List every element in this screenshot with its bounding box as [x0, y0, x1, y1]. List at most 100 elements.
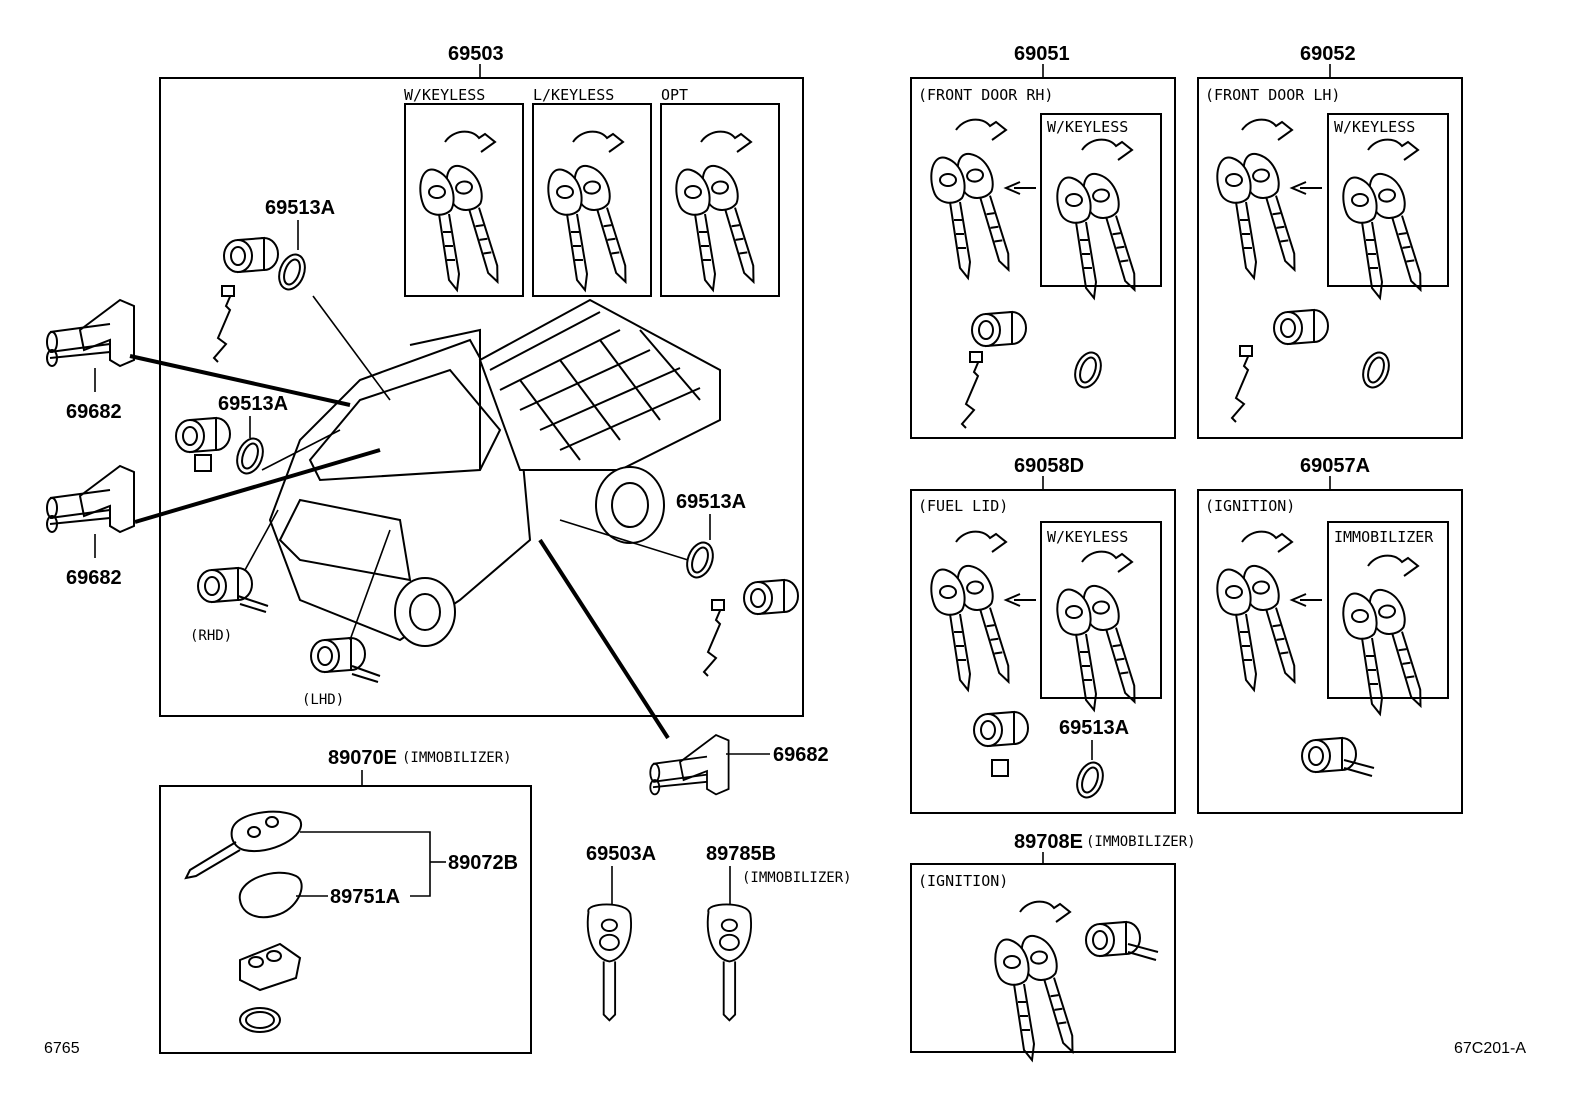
box-89070e	[159, 785, 532, 1054]
arrow-left-icon	[1289, 593, 1322, 607]
hinge-bracket-icon	[46, 299, 135, 367]
label-69682-2: 69682	[66, 567, 122, 589]
label-69057a: 69057A	[1300, 455, 1370, 477]
label-front-door-lh: (FRONT DOOR LH)	[1205, 86, 1340, 104]
label-69051: 69051	[1014, 43, 1070, 65]
key-icon	[1057, 552, 1136, 710]
ring-icon	[1069, 347, 1107, 393]
ignition-cylinder-icon	[197, 567, 253, 603]
label-immob-89785b: (IMMOBILIZER)	[742, 870, 852, 886]
hinge-bracket-icon	[649, 734, 730, 796]
key-icon	[1217, 120, 1296, 278]
lock-lever-icon	[194, 454, 212, 472]
label-lhd: (LHD)	[302, 692, 344, 708]
key-icon	[931, 532, 1010, 690]
label-wkeyless-lh: W/KEYLESS	[1334, 118, 1415, 136]
key-icon	[1217, 532, 1296, 690]
arrow-left-icon	[1289, 181, 1322, 195]
leader-line	[312, 295, 391, 401]
arrow-left-icon	[1003, 593, 1036, 607]
box-wkeyless-main	[404, 103, 524, 297]
leader-line	[538, 538, 670, 740]
leader-line	[349, 529, 391, 641]
fuel-lid-cylinder-icon	[973, 711, 1029, 747]
lock-rod-icon	[961, 351, 983, 429]
lock-rod-icon	[1231, 345, 1253, 423]
key-icon	[931, 120, 1010, 278]
door-lock-cylinder-icon	[223, 237, 279, 273]
label-front-door-rh: (FRONT DOOR RH)	[918, 86, 1053, 104]
label-89708e: 89708E	[1014, 831, 1083, 853]
key-icon	[420, 132, 499, 290]
ring-icon	[1071, 757, 1109, 803]
label-89070e: 89070E	[328, 747, 397, 769]
label-wkeyless-rh: W/KEYLESS	[1047, 118, 1128, 136]
leader-line	[559, 519, 689, 561]
connector-icon	[351, 665, 381, 683]
label-immob-89070e: (IMMOBILIZER)	[402, 750, 512, 766]
label-69513a-1: 69513A	[265, 197, 335, 219]
label-opt-main: OPT	[661, 86, 688, 104]
label-immob-89708e: (IMMOBILIZER)	[1086, 834, 1196, 850]
box-wkeyless-lh	[1327, 113, 1449, 287]
connector-icon	[1343, 759, 1375, 777]
lock-rod-icon	[703, 599, 725, 677]
door-lock-cylinder-icon	[175, 417, 231, 453]
door-lock-cylinder-icon	[1273, 309, 1329, 345]
label-69052: 69052	[1300, 43, 1356, 65]
label-69503: 69503	[448, 43, 504, 65]
leader-line	[261, 429, 341, 471]
key-cover-icon	[238, 871, 303, 919]
truck-illustration	[268, 298, 721, 647]
ring-icon	[1357, 347, 1395, 393]
leader-89072b	[300, 831, 431, 897]
box-69051	[910, 77, 1176, 439]
key-icon	[586, 903, 632, 1022]
label-69513a-2: 69513A	[218, 393, 288, 415]
ring-icon	[231, 433, 269, 479]
label-89072b: 89072B	[448, 852, 518, 874]
box-lkeyless-main	[532, 103, 652, 297]
lock-rod-icon	[213, 285, 235, 363]
transponder-icon	[239, 942, 302, 992]
ignition-cylinder-icon	[1301, 737, 1357, 773]
ring-icon	[273, 249, 311, 295]
box-69057a	[1197, 489, 1463, 814]
key-icon	[1343, 140, 1422, 298]
lock-lever-icon	[991, 759, 1009, 777]
key-icon	[1343, 556, 1422, 714]
leader-line	[244, 509, 279, 571]
connector-icon	[1127, 943, 1159, 961]
label-wkeyless-main: W/KEYLESS	[404, 86, 485, 104]
label-69513a-3: 69513A	[676, 491, 746, 513]
label-69682-1: 69682	[66, 401, 122, 423]
hinge-bracket-icon	[46, 465, 135, 533]
leader-line	[129, 354, 351, 407]
label-ignition-1: (IGNITION)	[1205, 497, 1295, 515]
label-69503a: 69503A	[586, 843, 656, 865]
box-wkeyless-fuel	[1040, 521, 1162, 699]
leader-line	[134, 448, 381, 524]
footer-right-code: 67C201-A	[1454, 1040, 1526, 1057]
ignition-cylinder-icon	[1085, 921, 1141, 957]
main-box-69503	[159, 77, 804, 717]
door-lock-cylinder-icon	[743, 579, 799, 615]
label-lkeyless-main: L/KEYLESS	[533, 86, 614, 104]
label-rhd: (RHD)	[190, 628, 232, 644]
label-89751a: 89751A	[330, 886, 400, 908]
box-opt-main	[660, 103, 780, 297]
remote-key-icon	[184, 810, 303, 880]
label-immobilizer-box: IMMOBILIZER	[1334, 528, 1434, 546]
key-icon	[1057, 140, 1136, 298]
label-wkeyless-fuel: W/KEYLESS	[1047, 528, 1128, 546]
box-wkeyless-rh	[1040, 113, 1162, 287]
box-89708e	[910, 863, 1176, 1053]
footer-left-code: 6765	[44, 1040, 80, 1057]
key-icon	[995, 902, 1074, 1060]
connector-icon	[237, 595, 269, 613]
label-69513a-4: 69513A	[1059, 717, 1129, 739]
key-icon	[676, 132, 755, 290]
box-69052	[1197, 77, 1463, 439]
door-lock-cylinder-icon	[971, 311, 1027, 347]
